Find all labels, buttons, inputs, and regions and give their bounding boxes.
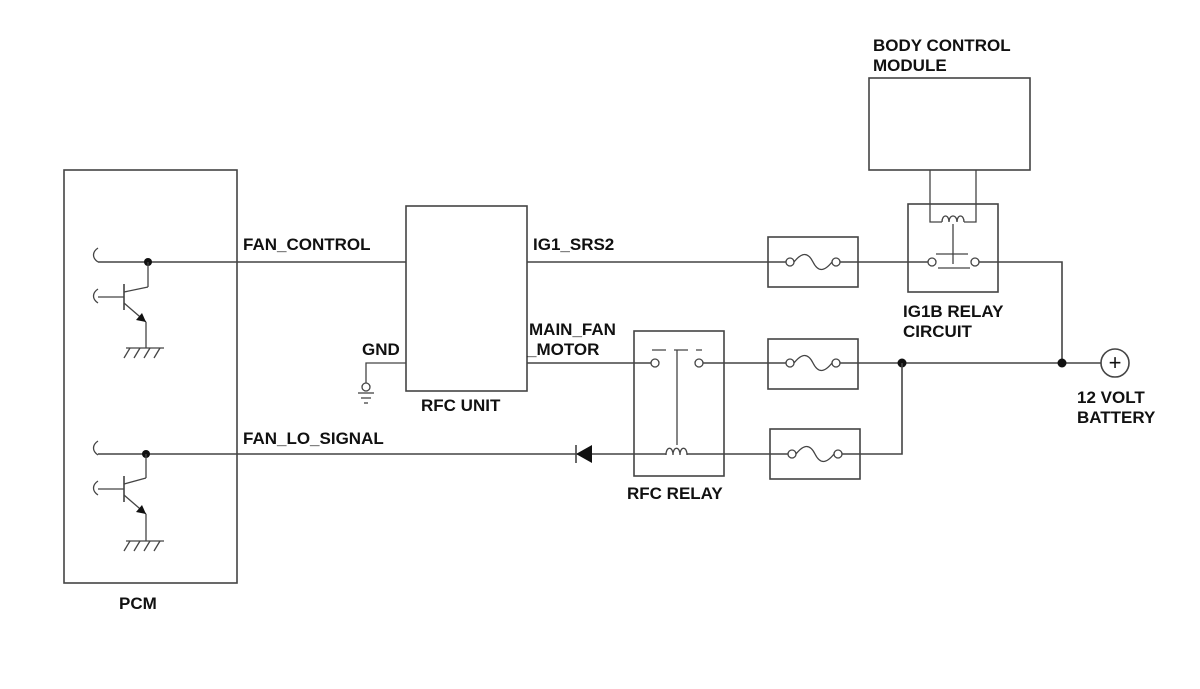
fan-lo-signal-label: FAN_LO_SIGNAL bbox=[243, 429, 384, 448]
main-fan-label-line2: _MOTOR bbox=[526, 340, 599, 359]
junction-dot-battery bbox=[1057, 358, 1067, 368]
ig1b-label-line1: IG1B RELAY bbox=[903, 302, 1004, 321]
pcm-label: PCM bbox=[119, 594, 157, 613]
fuse-main-fan bbox=[767, 338, 859, 390]
battery-plus-symbol: + bbox=[1109, 350, 1122, 375]
ig1b-relay bbox=[907, 170, 999, 293]
ig1-srs2-label: IG1_SRS2 bbox=[533, 235, 614, 254]
fan-control-label: FAN_CONTROL bbox=[243, 235, 371, 254]
rfc-relay-label: RFC RELAY bbox=[627, 484, 723, 503]
bcm-label-line1: BODY CONTROL bbox=[873, 36, 1011, 55]
pcm-transistor-upper bbox=[92, 247, 237, 359]
pcm-box bbox=[63, 169, 238, 584]
ig1b-to-battery-wire bbox=[979, 261, 1063, 363]
battery-label-line1: 12 VOLT bbox=[1077, 388, 1145, 407]
rfc-relay bbox=[633, 330, 725, 477]
ground-symbol bbox=[358, 362, 406, 404]
bcm-box bbox=[868, 77, 1031, 171]
battery-label-line2: BATTERY bbox=[1077, 408, 1156, 427]
fuse-ig1 bbox=[767, 236, 859, 288]
pcm-transistor-lower bbox=[92, 440, 237, 552]
main-fan-label-line1: MAIN_FAN bbox=[529, 320, 616, 339]
bcm-label-line2: MODULE bbox=[873, 56, 947, 75]
rfc-unit-label: RFC UNIT bbox=[421, 396, 501, 415]
diode-symbol bbox=[575, 445, 592, 463]
rfc-unit-box bbox=[405, 205, 528, 392]
battery-terminal: + bbox=[1100, 348, 1130, 378]
fuse-fan-lo bbox=[769, 428, 861, 480]
gnd-label: GND bbox=[362, 340, 400, 359]
ig1b-label-line2: CIRCUIT bbox=[903, 322, 973, 341]
